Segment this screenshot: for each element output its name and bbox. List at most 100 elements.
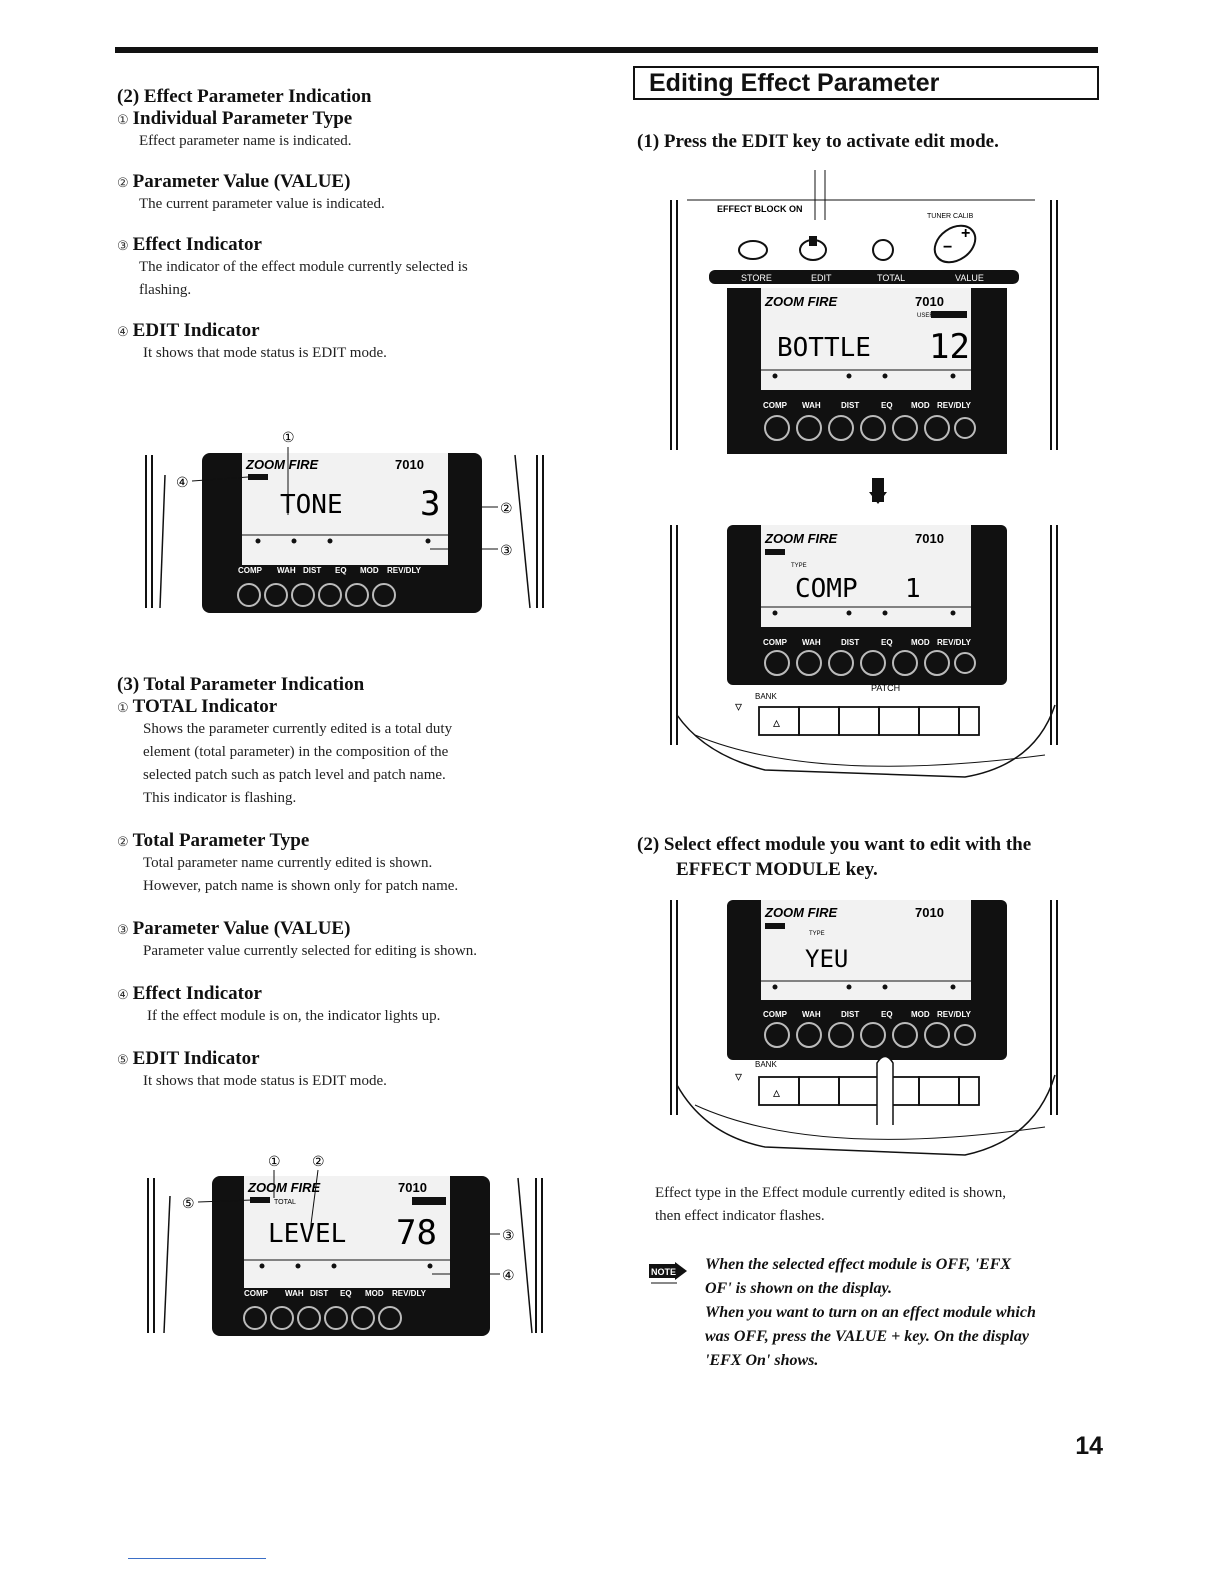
item-text: Total parameter name currently edited is…	[143, 855, 433, 871]
figure-edit-key-panel: EFFECT BLOCK ON TUNER CALIB − + STORE ED…	[670, 170, 1058, 454]
svg-text:REV/DLY: REV/DLY	[937, 401, 972, 410]
svg-text:−: −	[943, 239, 952, 256]
brand-label: ZOOM FIRE	[245, 457, 319, 472]
svg-text:BANK: BANK	[755, 1060, 777, 1069]
svg-text:COMP: COMP	[238, 566, 263, 575]
item-text: However, patch name is shown only for pa…	[143, 878, 459, 894]
svg-text:DIST: DIST	[841, 1010, 859, 1019]
section-title-box: Editing Effect Parameter	[633, 66, 1099, 100]
svg-text:REV/DLY: REV/DLY	[937, 638, 972, 647]
step-2: (2) Select effect module you want to edi…	[637, 834, 1032, 855]
svg-text:MOD: MOD	[360, 566, 379, 575]
svg-text:COMP: COMP	[244, 1289, 269, 1298]
item-text: The indicator of the effect module curre…	[139, 259, 468, 275]
svg-text:1: 1	[905, 574, 921, 604]
section-heading: (3) Total Parameter Indication	[117, 674, 365, 695]
svg-text:BOTTLE: BOTTLE	[777, 333, 871, 363]
svg-text:7010: 7010	[915, 531, 944, 546]
svg-text:EQ: EQ	[881, 1010, 893, 1019]
svg-text:12: 12	[929, 327, 970, 367]
item-text: It shows that mode status is EDIT mode.	[143, 1073, 387, 1089]
svg-text:REV/DLY: REV/DLY	[387, 566, 422, 575]
svg-text:①: ①	[282, 429, 295, 445]
svg-text:EQ: EQ	[881, 638, 893, 647]
svg-text:YEU: YEU	[805, 945, 848, 973]
svg-text:COMP: COMP	[763, 401, 788, 410]
note-text: When the selected effect module is OFF, …	[705, 1256, 1036, 1369]
svg-text:TOTAL: TOTAL	[274, 1199, 296, 1206]
step-1: (1) Press the EDIT key to activate edit …	[637, 131, 999, 152]
svg-text:DIST: DIST	[303, 566, 321, 575]
svg-text:DIST: DIST	[841, 638, 859, 647]
arrow-down-icon	[869, 478, 887, 504]
figure-module-key-display: ZOOM FIRE 7010 TYPE YEU COMP WAH DIST EQ…	[670, 900, 1058, 1156]
svg-text:DIST: DIST	[310, 1289, 328, 1298]
svg-text:▿: ▿	[735, 1068, 742, 1084]
note-icon: NOTE	[647, 1258, 689, 1288]
svg-text:DIST: DIST	[841, 401, 859, 410]
svg-text:TYPE: TYPE	[809, 931, 825, 937]
svg-text:7010: 7010	[395, 457, 424, 472]
section-heading: (2) Effect Parameter Indication	[117, 86, 372, 107]
item-text: If the effect module is on, the indicato…	[147, 1008, 441, 1024]
step-2-cont: EFFECT MODULE key.	[676, 859, 878, 880]
svg-text:②: ②	[312, 1153, 325, 1169]
svg-text:WAH: WAH	[802, 1010, 821, 1019]
svg-text:②: ②	[500, 500, 513, 516]
svg-text:3: 3	[420, 484, 440, 524]
svg-text:①: ①	[268, 1153, 281, 1169]
svg-text:ZOOM FIRE: ZOOM FIRE	[247, 1180, 321, 1195]
svg-text:MOD: MOD	[911, 638, 930, 647]
svg-text:EFFECT BLOCK ON: EFFECT BLOCK ON	[717, 204, 803, 214]
svg-text:7010: 7010	[398, 1180, 427, 1195]
svg-text:MOD: MOD	[365, 1289, 384, 1298]
svg-text:WAH: WAH	[277, 566, 296, 575]
svg-text:COMP: COMP	[763, 1010, 788, 1019]
svg-text:VALUE: VALUE	[955, 273, 984, 283]
item-text: selected patch such as patch level and p…	[143, 767, 446, 783]
svg-text:③: ③	[500, 542, 513, 558]
item-text: Parameter value currently selected for e…	[143, 943, 478, 959]
svg-text:PATCH: PATCH	[871, 683, 900, 693]
figure-level-display: ZOOM FIRE 7010 TOTAL LEVEL 78 COMP WAH D…	[147, 1153, 543, 1336]
svg-text:TONE: TONE	[280, 490, 343, 520]
svg-text:④: ④	[502, 1267, 515, 1283]
svg-text:EDIT: EDIT	[811, 273, 832, 283]
item-text: flashing.	[139, 282, 192, 298]
svg-text:EQ: EQ	[335, 566, 347, 575]
svg-text:⑤: ⑤	[182, 1195, 195, 1211]
svg-text:COMP: COMP	[763, 638, 788, 647]
svg-text:WAH: WAH	[802, 401, 821, 410]
svg-text:ZOOM FIRE: ZOOM FIRE	[764, 905, 838, 920]
top-rule	[115, 47, 1098, 53]
item-text: Shows the parameter currently edited is …	[143, 721, 453, 737]
item-text: element (total parameter) in the composi…	[143, 744, 449, 760]
svg-text:REV/DLY: REV/DLY	[392, 1289, 427, 1298]
svg-text:MOD: MOD	[911, 401, 930, 410]
svg-text:TUNER CALIB: TUNER CALIB	[927, 213, 974, 220]
caption: Effect type in the Effect module current…	[655, 1185, 1007, 1224]
svg-text:USER: USER	[917, 313, 934, 319]
item-text: The current parameter value is indicated…	[139, 196, 385, 212]
svg-text:WAH: WAH	[802, 638, 821, 647]
finger-icon	[876, 1055, 894, 1125]
svg-text:COMP: COMP	[795, 574, 858, 604]
svg-text:78: 78	[396, 1213, 437, 1253]
svg-text:REV/DLY: REV/DLY	[937, 1010, 972, 1019]
svg-text:TYPE: TYPE	[791, 563, 807, 569]
svg-text:EQ: EQ	[340, 1289, 352, 1298]
item-text: It shows that mode status is EDIT mode.	[143, 345, 387, 361]
svg-text:7010: 7010	[915, 905, 944, 920]
svg-text:ZOOM FIRE: ZOOM FIRE	[764, 294, 838, 309]
figure-comp-display: ZOOM FIRE 7010 TYPE COMP 1 COMP WAH DIST…	[670, 525, 1058, 778]
svg-text:7010: 7010	[915, 294, 944, 309]
